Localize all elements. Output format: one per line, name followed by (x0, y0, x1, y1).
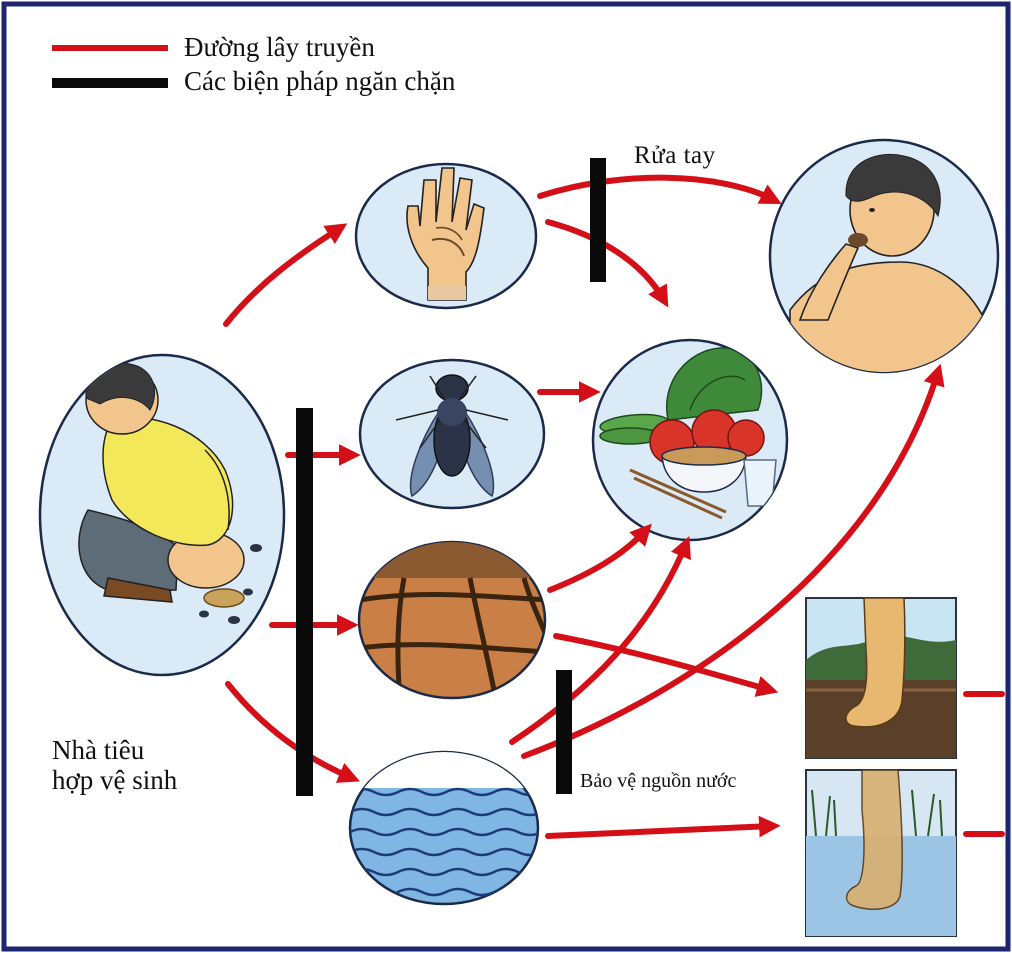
barrier-water-protection (556, 670, 572, 794)
arrow-water-to-foot (548, 826, 772, 836)
arrow-source-to-water (228, 684, 352, 778)
arrow-source-to-hand (226, 228, 340, 324)
child-eating-bubble (770, 140, 998, 380)
barrier-hand-washing (590, 158, 606, 282)
water-protection-label: Bảo vệ nguồn nước (580, 770, 736, 792)
soil-bubble (358, 540, 548, 700)
legend-prevention-swatch (52, 78, 168, 88)
sanitary-latrine-label: Nhà tiêu hợp vệ sinh (52, 735, 177, 795)
arrow-soil-to-food (550, 530, 646, 590)
barrier-sanitary-latrine (296, 408, 313, 796)
water-bubble (350, 750, 542, 904)
sanitary-latrine-label-line-2: hợp vệ sinh (52, 765, 177, 795)
food-bubble (593, 340, 787, 540)
sanitary-latrine-label-line-1: Nhà tiêu (52, 735, 177, 765)
legend-prevention-label: Các biện pháp ngăn chặn (184, 66, 455, 96)
arrow-hand-to-child (540, 178, 774, 200)
legend-transmission-label: Đường lây truyền (184, 32, 375, 62)
foot-in-water-panel (806, 770, 956, 936)
person-defecating-bubble (40, 355, 284, 675)
fly-bubble (360, 360, 544, 508)
hand-washing-label: Rửa tay (634, 142, 716, 170)
hand-bubble (356, 164, 536, 308)
bare-foot-on-soil-panel (806, 598, 956, 758)
